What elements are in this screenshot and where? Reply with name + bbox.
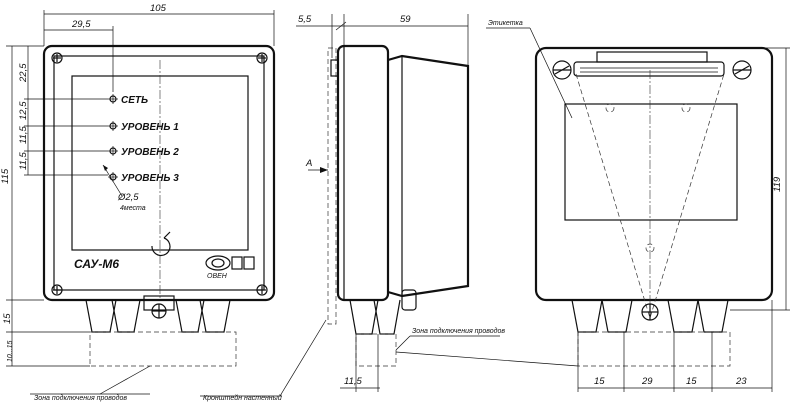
front-view: СЕТЬ УРОВЕНЬ 1 УРОВЕНЬ 2 УРОВЕНЬ 3 Ø2,5 … bbox=[0, 3, 327, 402]
dim-width: 105 bbox=[150, 3, 167, 14]
dim-bottom1: 15 bbox=[2, 313, 13, 324]
bracket-leader bbox=[279, 319, 327, 397]
dim-rear-height: 119 bbox=[772, 176, 783, 192]
led-indicator bbox=[108, 172, 118, 182]
wire-zone-label: Зона подключения проводов bbox=[34, 394, 127, 402]
dim-v2: 12,5 bbox=[18, 101, 29, 120]
dim-side-offset: 5,5 bbox=[298, 14, 312, 25]
dim-rear-b4: 23 bbox=[735, 376, 747, 387]
screw-icon bbox=[51, 52, 63, 64]
side-body bbox=[387, 54, 470, 298]
terminal-block bbox=[85, 295, 231, 333]
led-label-level2: УРОВЕНЬ 2 bbox=[121, 147, 179, 158]
leader-line bbox=[99, 365, 151, 395]
wire-zone-side bbox=[355, 333, 397, 367]
bracket-label: Кронштейн настенный bbox=[203, 394, 282, 402]
dim-rear-b1: 15 bbox=[594, 376, 605, 387]
arrow-icon bbox=[103, 165, 108, 171]
dim-side-bottom: 11,5 bbox=[344, 376, 363, 387]
dim-height: 115 bbox=[0, 168, 11, 184]
side-view: Зона подключения проводов 5,5 59 А 11,5 bbox=[296, 14, 505, 392]
brand-logo: ОВЕН bbox=[205, 255, 255, 280]
leader-line bbox=[395, 351, 579, 367]
rear-view: Этикетка 119 15 29 15 23 bbox=[395, 20, 790, 392]
screw-icon bbox=[151, 303, 167, 319]
wall-bracket bbox=[327, 47, 337, 325]
label-sticker bbox=[564, 103, 738, 221]
dim-v4: 11,5 bbox=[18, 151, 29, 170]
screw-icon bbox=[641, 303, 659, 321]
dim-side-depth: 59 bbox=[400, 14, 411, 25]
mount-bar bbox=[573, 61, 725, 77]
dim-rear-b3: 15 bbox=[686, 376, 697, 387]
dim-v1: 22,5 bbox=[18, 63, 29, 83]
side-front-panel bbox=[336, 44, 390, 302]
svg-text:ОВЕН: ОВЕН bbox=[207, 273, 228, 280]
screw-icon bbox=[256, 284, 268, 296]
dim-rear-b2: 29 bbox=[641, 376, 653, 387]
model-label: САУ-М6 bbox=[74, 257, 119, 271]
view-label: А bbox=[305, 158, 312, 169]
hole-count: 4места bbox=[120, 205, 146, 212]
led-indicator bbox=[108, 146, 118, 156]
dim-v3: 11,5 bbox=[18, 125, 29, 144]
dim-left-offset: 29,5 bbox=[71, 19, 91, 30]
led-indicator bbox=[108, 121, 118, 131]
hole-leader bbox=[102, 164, 123, 197]
dim-bottom2: 10...15 bbox=[7, 340, 14, 362]
led-label-power: СЕТЬ bbox=[121, 95, 148, 106]
screw-icon bbox=[732, 60, 752, 80]
rear-housing bbox=[534, 46, 774, 302]
screw-icon bbox=[256, 52, 268, 64]
screw-icon bbox=[552, 60, 572, 80]
led-label-level3: УРОВЕНЬ 3 bbox=[121, 173, 179, 184]
wire-zone-front bbox=[89, 331, 237, 367]
wire-zone-rear bbox=[577, 331, 731, 367]
mount-plate bbox=[596, 51, 708, 63]
front-inner-frame bbox=[53, 55, 265, 291]
led-label-level1: УРОВЕНЬ 1 bbox=[121, 122, 179, 133]
led-indicator bbox=[108, 94, 118, 104]
leader-line bbox=[395, 335, 411, 351]
arrow-icon bbox=[320, 167, 328, 173]
label-leader bbox=[529, 27, 573, 119]
terminal-block bbox=[349, 289, 417, 335]
hole-diameter: Ø2,5 bbox=[117, 192, 139, 203]
label-tag: Этикетка bbox=[488, 20, 523, 27]
screw-icon bbox=[51, 284, 63, 296]
front-housing bbox=[42, 44, 276, 302]
side-wire-zone-label: Зона подключения проводов bbox=[412, 327, 505, 335]
mount-wedge bbox=[575, 73, 725, 320]
center-mark-icon bbox=[151, 237, 171, 257]
